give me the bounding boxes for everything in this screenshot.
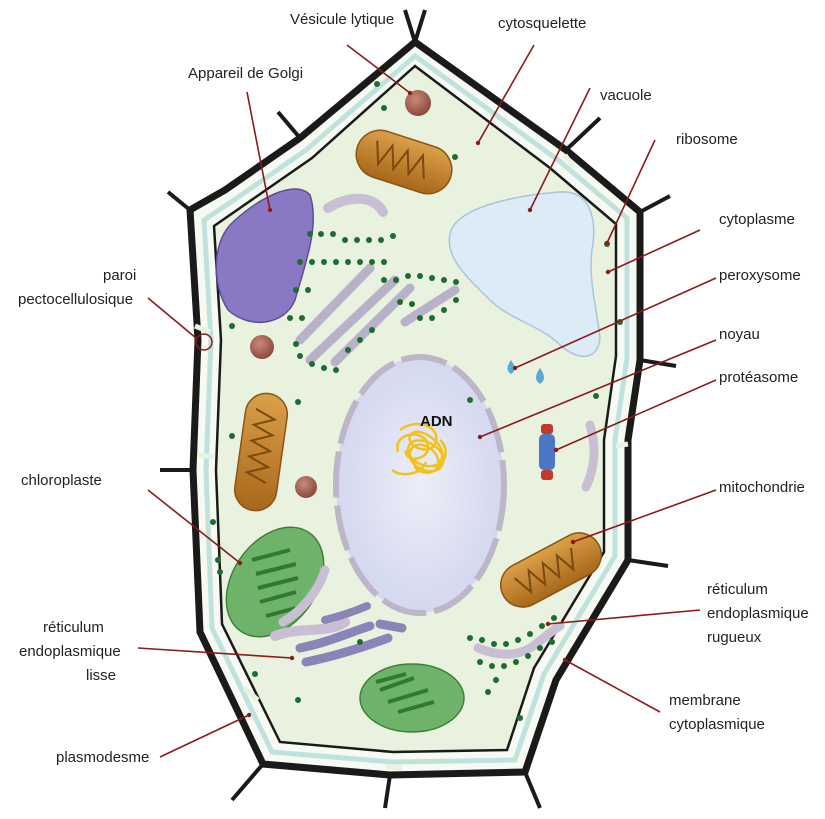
label-cytoplasm: cytoplasme xyxy=(719,210,795,230)
label-membrane-1: membrane xyxy=(669,691,741,711)
label-rough-er-1: réticulum xyxy=(707,580,768,600)
label-rough-er-2: endoplasmique xyxy=(707,604,809,624)
label-lytic-vesicle: Vésicule lytique xyxy=(290,10,394,30)
label-smooth-er-1: réticulum xyxy=(43,618,104,638)
label-plasmodesm: plasmodesme xyxy=(56,748,149,768)
label-chloroplast: chloroplaste xyxy=(21,471,102,491)
vesicle-2 xyxy=(250,335,274,359)
label-cytoskeleton: cytosquelette xyxy=(498,14,586,34)
label-dna: ADN xyxy=(420,413,453,430)
label-smooth-er-3: lisse xyxy=(86,666,116,686)
label-mitochondrion: mitochondrie xyxy=(719,478,805,498)
label-rough-er-3: rugueux xyxy=(707,628,761,648)
label-cell-wall-2: pectocellulosique xyxy=(18,290,133,310)
label-smooth-er-2: endoplasmique xyxy=(19,642,121,662)
label-cell-wall-1: paroi xyxy=(103,266,136,286)
nucleus xyxy=(336,357,504,613)
vesicle-3 xyxy=(295,476,317,498)
label-vacuole: vacuole xyxy=(600,86,652,106)
label-golgi: Appareil de Golgi xyxy=(188,64,303,84)
label-proteasome: protéasome xyxy=(719,368,798,388)
label-nucleus: noyau xyxy=(719,325,760,345)
proteasome xyxy=(539,424,555,480)
label-ribosome: ribosome xyxy=(676,130,738,150)
label-peroxysome: peroxysome xyxy=(719,266,801,286)
label-membrane-2: cytoplasmique xyxy=(669,715,765,735)
